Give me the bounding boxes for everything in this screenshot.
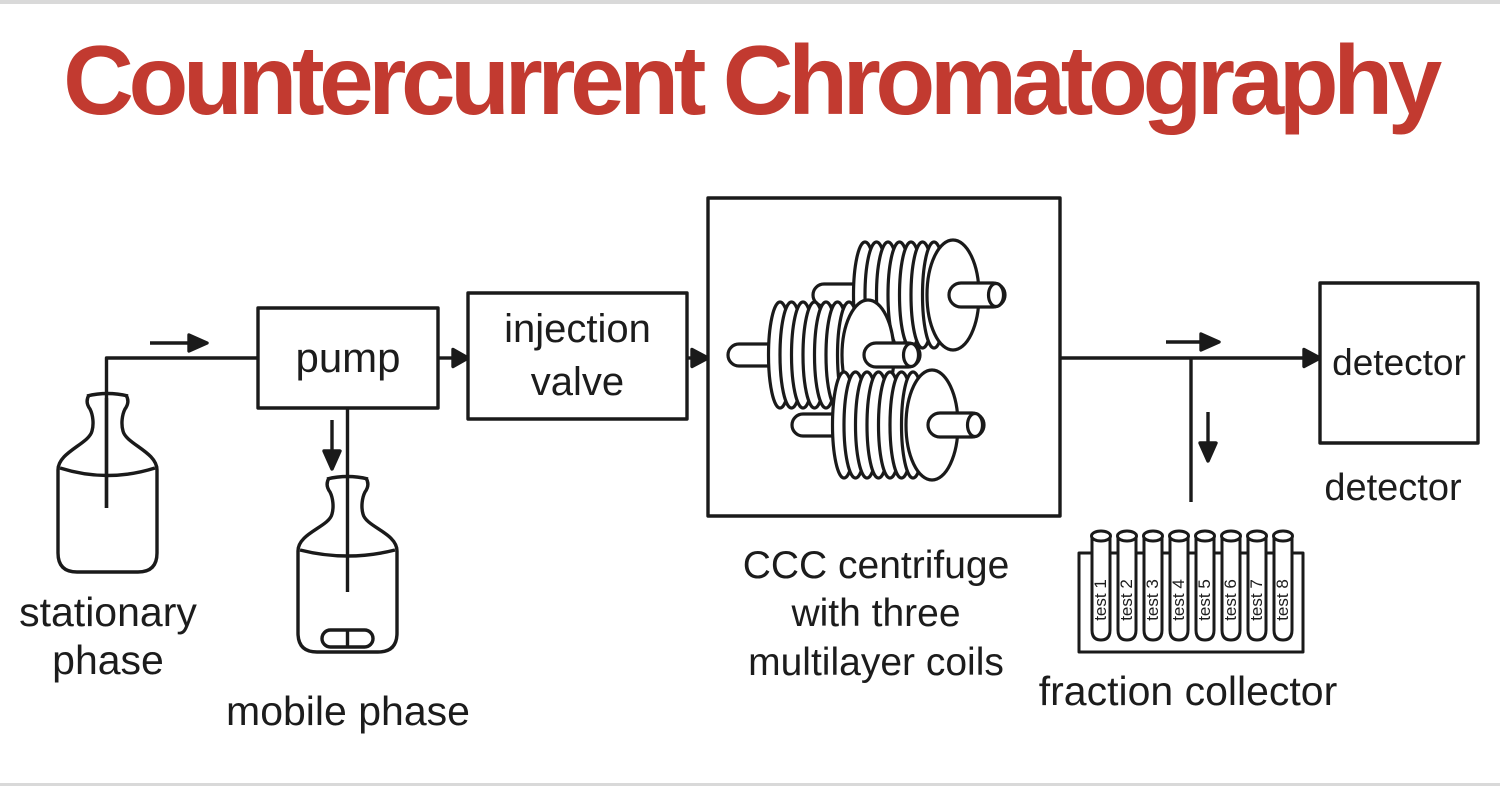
injection-valve-line1: injection [504, 307, 651, 352]
test-tube-label: test 6 [1221, 579, 1240, 621]
test-tube-label: test 3 [1143, 579, 1162, 621]
fraction-collector-rack [1077, 529, 1305, 654]
stationary-phase-label: stationary phase [8, 589, 208, 685]
arrowhead-into-detector [1302, 347, 1322, 369]
injection-valve-label: injection valve [468, 293, 687, 419]
bottle-rim [326, 474, 369, 481]
centrifuge-caption: CCC centrifuge with three multilayer coi… [676, 542, 1076, 687]
stationary-phase-bottle [56, 391, 159, 574]
centrifuge-caption-line2: with three [791, 592, 961, 636]
pump-box [256, 306, 440, 410]
test-tube [1220, 529, 1242, 642]
arrow-down-icon [1198, 412, 1218, 463]
mobile-phase-bottle [296, 474, 399, 654]
test-tube-label: test 7 [1247, 579, 1266, 621]
test-tube [1168, 529, 1190, 642]
test-tube [1090, 529, 1112, 642]
test-tube-label: test 1 [1091, 579, 1110, 621]
stir-bar-icon [320, 628, 375, 649]
bottom-edge-strip [0, 783, 1500, 786]
centrifuge-caption-line3: multilayer coils [748, 640, 1004, 684]
centrifuge-caption-line1: CCC centrifuge [742, 544, 1010, 587]
top-edge-strip [0, 0, 1500, 4]
arrow-pump-to-valve [438, 347, 470, 369]
bottle-rim [86, 391, 129, 398]
test-tube [1142, 529, 1164, 642]
detector-label-text: detector [1332, 341, 1466, 383]
arrow-valve-to-centrifuge [687, 347, 710, 369]
arrow-right-icon [1166, 332, 1221, 352]
test-tube-label: test 2 [1117, 579, 1136, 621]
fraction-collector-caption: fraction collector [1038, 668, 1338, 714]
pump-label: pump [258, 308, 438, 408]
arrow-down-icon [322, 420, 342, 471]
stationary-phase-line1: stationary [19, 589, 197, 635]
pump-label-text: pump [295, 333, 401, 381]
mobile-phase-label: mobile phase [226, 688, 470, 734]
injection-valve-line2: valve [530, 360, 625, 404]
detector-caption: detector [1324, 467, 1462, 509]
test-tube [1194, 529, 1216, 642]
page-title: Countercurrent Chromatography [63, 25, 1442, 135]
line-stationary-to-pump [104, 356, 258, 508]
liquid-level [299, 548, 396, 558]
test-tube-label: test 8 [1273, 579, 1292, 621]
test-tube [1246, 529, 1268, 642]
detector-box [1318, 281, 1480, 445]
test-tube-label: test 5 [1195, 579, 1214, 621]
arrow-right-icon [150, 333, 209, 353]
test-tube [1116, 529, 1138, 642]
test-tube [1272, 529, 1294, 642]
test-tube-label: test 4 [1169, 579, 1188, 621]
injection-valve-box [466, 291, 689, 421]
stationary-phase-line2: phase [52, 636, 164, 683]
detector-label: detector [1320, 283, 1478, 443]
